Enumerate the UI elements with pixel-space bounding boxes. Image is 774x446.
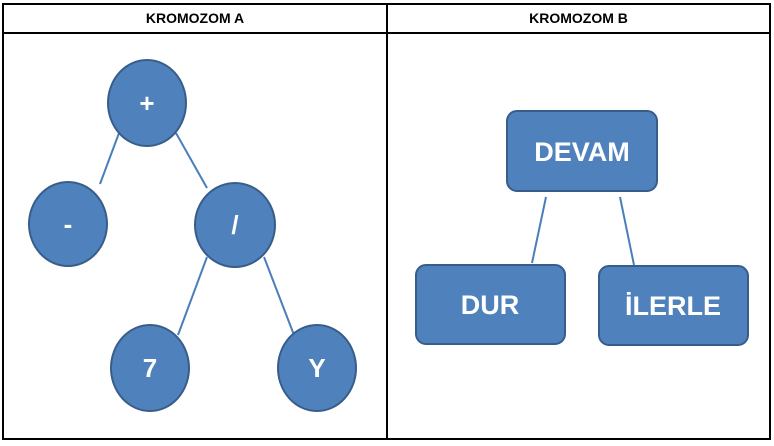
tree-b-edges	[531, 196, 635, 266]
tree-a-node-seven: 7	[110, 324, 190, 412]
edge-divide-to-seven	[177, 256, 208, 336]
node-label: /	[231, 210, 238, 240]
column-header-kromozom-b: KROMOZOM B	[529, 10, 628, 26]
node-label: İLERLE	[625, 291, 721, 321]
column-header-kromozom-a: KROMOZOM A	[145, 10, 245, 26]
edge-root-to-minus	[99, 132, 120, 185]
edge-devam-to-dur	[531, 196, 547, 264]
edge-divide-to-y	[263, 256, 295, 336]
node-label: DUR	[461, 290, 520, 320]
node-label: 7	[143, 353, 157, 383]
edge-devam-to-ilerle	[619, 196, 635, 266]
tree-a-node-plus: +	[107, 59, 187, 147]
tree-b-node-ilerle: İLERLE	[598, 265, 749, 346]
node-label: -	[64, 209, 73, 239]
edge-root-to-divide	[175, 132, 208, 189]
node-label: Y	[308, 353, 325, 383]
tree-a-node-y: Y	[277, 324, 357, 412]
node-label: DEVAM	[534, 137, 630, 167]
node-label: +	[139, 88, 154, 118]
tree-a-node-minus: -	[28, 181, 108, 267]
tree-b-node-devam: DEVAM	[506, 110, 658, 192]
tree-a-node-divide: /	[194, 182, 276, 268]
column-divider	[386, 3, 388, 440]
tree-a-edges	[99, 132, 295, 336]
tree-b-node-dur: DUR	[415, 264, 566, 345]
